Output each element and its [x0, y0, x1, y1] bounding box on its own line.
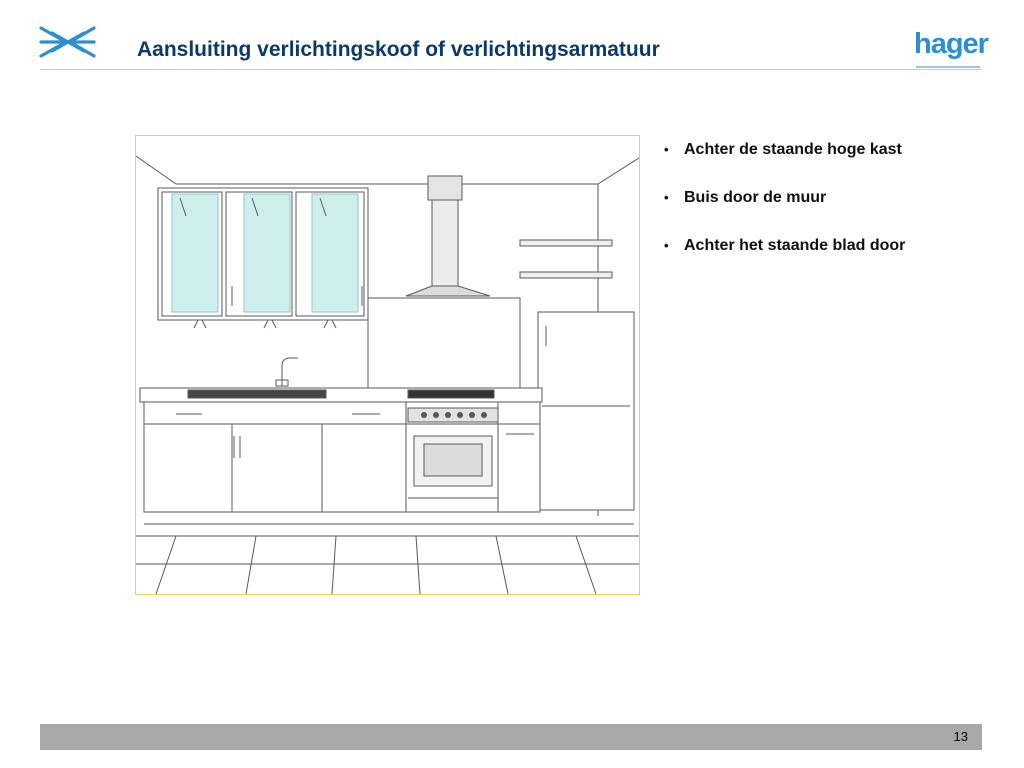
- title-divider: [40, 69, 982, 70]
- bullet-text: Achter de staande hoge kast: [684, 141, 902, 158]
- bullet-marker: •: [664, 238, 669, 253]
- bullet-item: • Achter het staande blad door: [664, 234, 905, 258]
- bullet-text: Achter het staande blad door: [684, 237, 906, 254]
- bullet-text: Buis door de muur: [684, 189, 827, 206]
- wall-cabinet-glass: [171, 193, 359, 313]
- hager-logo-underline: [916, 66, 980, 68]
- brand-arrows-logo: [38, 24, 98, 60]
- bullet-item: • Buis door de muur: [664, 186, 905, 210]
- bullet-marker: •: [664, 190, 669, 205]
- hager-logo: hager: [914, 28, 989, 60]
- bullet-marker: •: [664, 142, 669, 157]
- slide-title: Aansluiting verlichtingskoof of verlicht…: [137, 38, 660, 61]
- bullet-list: • Achter de staande hoge kast • Buis doo…: [664, 138, 905, 282]
- kitchen-illustration: [135, 135, 640, 595]
- footer-bar: 13: [40, 724, 982, 750]
- bullet-item: • Achter de staande hoge kast: [664, 138, 905, 162]
- page-number: 13: [953, 729, 968, 744]
- kitchen-drawing: [136, 155, 639, 594]
